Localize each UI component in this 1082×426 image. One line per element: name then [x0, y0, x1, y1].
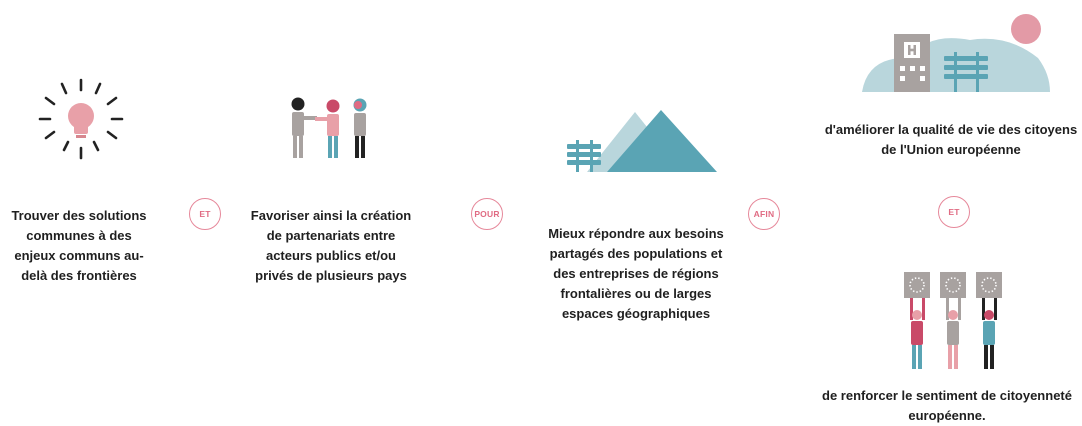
hospital-city-icon	[862, 14, 1050, 92]
step-3-text: Mieux répondre aux besoins partagés des …	[548, 226, 724, 321]
step-1-text: Trouver des solutions communes à des enj…	[11, 208, 147, 283]
step-4-text: d'améliorer la qualité de vie des citoye…	[824, 122, 1078, 157]
connector-afin: AFIN	[748, 198, 780, 230]
handshake-people-icon	[291, 97, 367, 158]
connector-pour: POUR	[471, 198, 503, 230]
connector-et-2: ET	[938, 196, 970, 228]
step-2-text: Favoriser ainsi la création de partenari…	[250, 208, 412, 283]
step-5-text: de renforcer le sentiment de citoyenneté…	[822, 388, 1072, 423]
eu-citizens-flags-icon	[904, 272, 1002, 369]
mountains-signpost-icon	[567, 110, 717, 172]
lightbulb-icon	[38, 78, 124, 160]
connector-et-1: ET	[189, 198, 221, 230]
